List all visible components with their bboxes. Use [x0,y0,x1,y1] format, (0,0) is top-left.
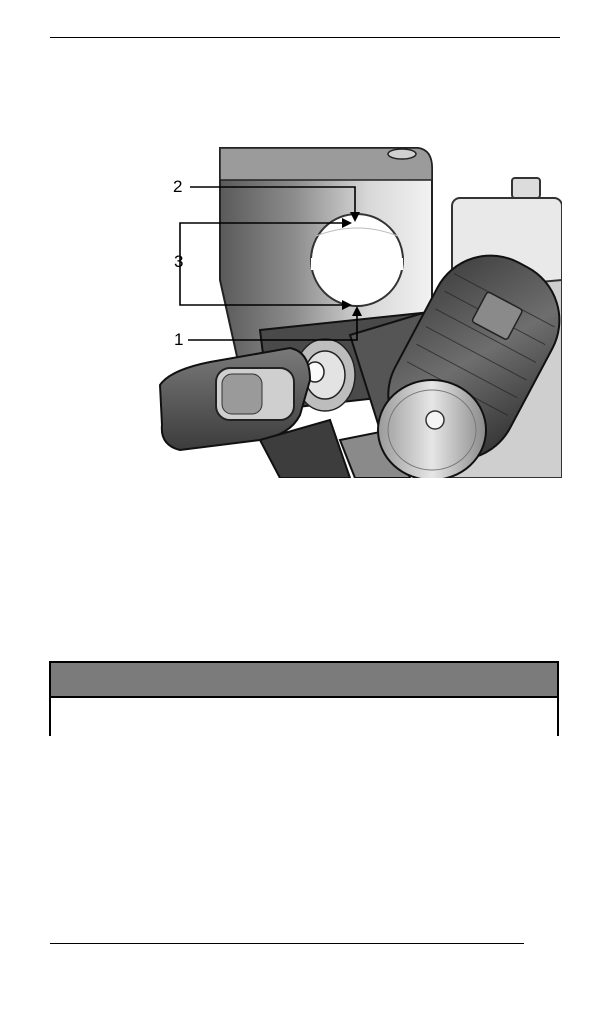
note-header [51,663,557,698]
callout-label-2: 2 [173,177,183,196]
callout-label-1: 1 [174,330,184,349]
callout-label-3: 3 [174,252,184,271]
note-table [49,661,559,736]
handlebar-figure: 2 3 1 [150,140,562,478]
note-body [51,698,557,736]
footer-rule [50,943,524,944]
header-rule [50,37,560,38]
